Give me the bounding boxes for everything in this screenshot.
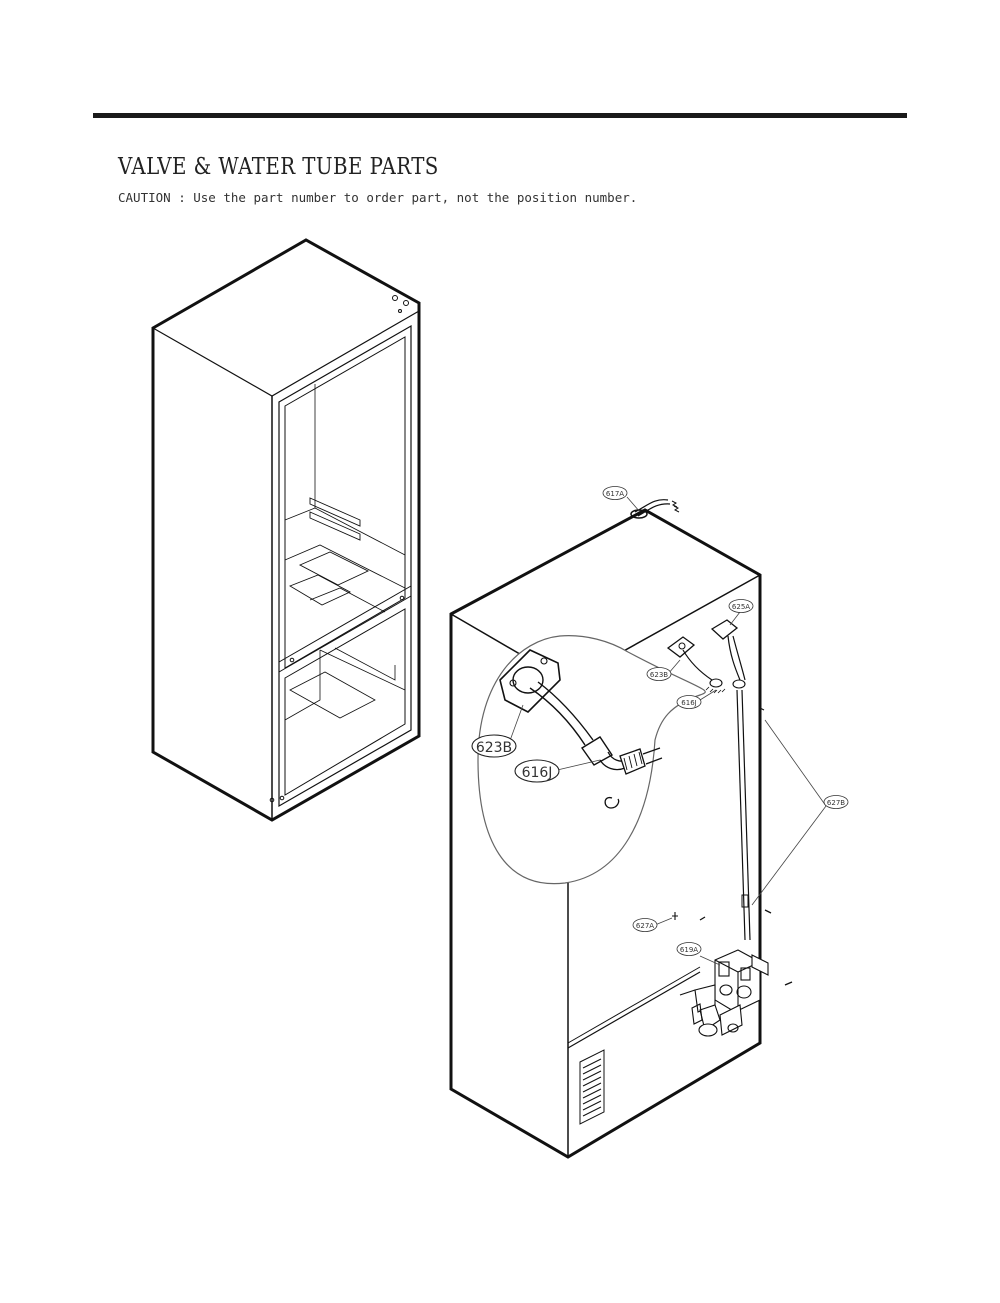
svg-text:617A: 617A [606,490,624,498]
callout-619A: 619A [676,942,702,956]
svg-text:623B: 623B [650,671,668,679]
callout-detail-623B: 623B [471,734,517,758]
vent-louvers [579,1049,605,1125]
callout-627A: 627A [632,918,658,932]
svg-text:627A: 627A [636,922,654,930]
svg-text:616J: 616J [681,699,696,707]
detail-parts [499,649,663,809]
callout-625A: 625A [728,599,754,613]
callout-detail-616J: 616J [514,759,560,783]
caution-note: CAUTION : Use the part number to order p… [118,190,638,205]
callout-627B: 627B [823,795,849,809]
tube-assembly [666,619,793,986]
water-valve [679,949,769,1037]
header-rule [93,113,907,118]
callout-labels: 617A 625A 623B 616J 627B 627A 619A 623B [471,486,849,956]
callout-623B: 623B [646,667,672,681]
svg-text:623B: 623B [476,740,512,756]
front-cabinet [151,238,421,822]
page-title: VALVE & WATER TUBE PARTS [118,154,439,180]
svg-text:627B: 627B [827,799,845,807]
svg-text:619A: 619A [680,946,698,954]
callout-616J: 616J [676,695,702,709]
svg-text:616J: 616J [522,765,553,781]
svg-text:625A: 625A [732,603,750,611]
callout-617A: 617A [602,486,628,500]
